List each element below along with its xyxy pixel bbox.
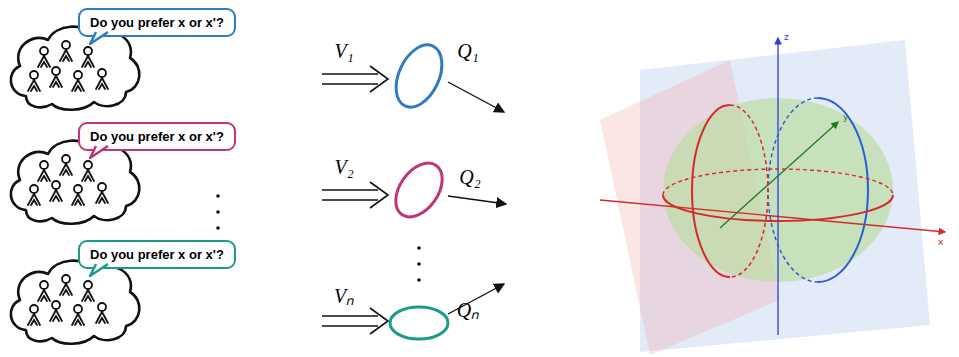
math-label: Q₁ <box>457 40 478 63</box>
math-label: V₁ <box>334 40 353 63</box>
bubble-tail <box>88 32 112 46</box>
speech-bubble: Do you prefer x or x'? <box>78 8 236 37</box>
double-arrows <box>322 66 388 334</box>
math-label: V₂ <box>334 156 353 179</box>
bubble-tail <box>88 264 112 278</box>
math-label: Q₂ <box>459 166 480 189</box>
crowd-cloud <box>11 141 140 224</box>
question-text: Do you prefer x or x'? <box>90 129 224 144</box>
ellipse <box>387 38 451 115</box>
math-label: Vₙ <box>334 282 354 309</box>
ellipse <box>386 155 452 226</box>
axis-label: x <box>938 237 943 247</box>
ellipsis-dots <box>216 194 421 282</box>
crowd-cloud <box>11 261 140 344</box>
ellipse <box>390 307 448 339</box>
axis-label: z <box>784 32 789 42</box>
speech-bubble: Do you prefer x or x'? <box>78 240 236 269</box>
axis-label: y <box>843 112 848 122</box>
ellipsoid-plot <box>600 38 945 355</box>
bubble-tail <box>88 146 112 160</box>
q-arrows <box>448 82 506 314</box>
question-text: Do you prefer x or x'? <box>90 247 224 262</box>
speech-bubble: Do you prefer x or x'? <box>78 122 236 151</box>
crowd-cloud <box>11 27 140 110</box>
question-text: Do you prefer x or x'? <box>90 15 224 30</box>
math-label: Qₙ <box>457 296 479 323</box>
